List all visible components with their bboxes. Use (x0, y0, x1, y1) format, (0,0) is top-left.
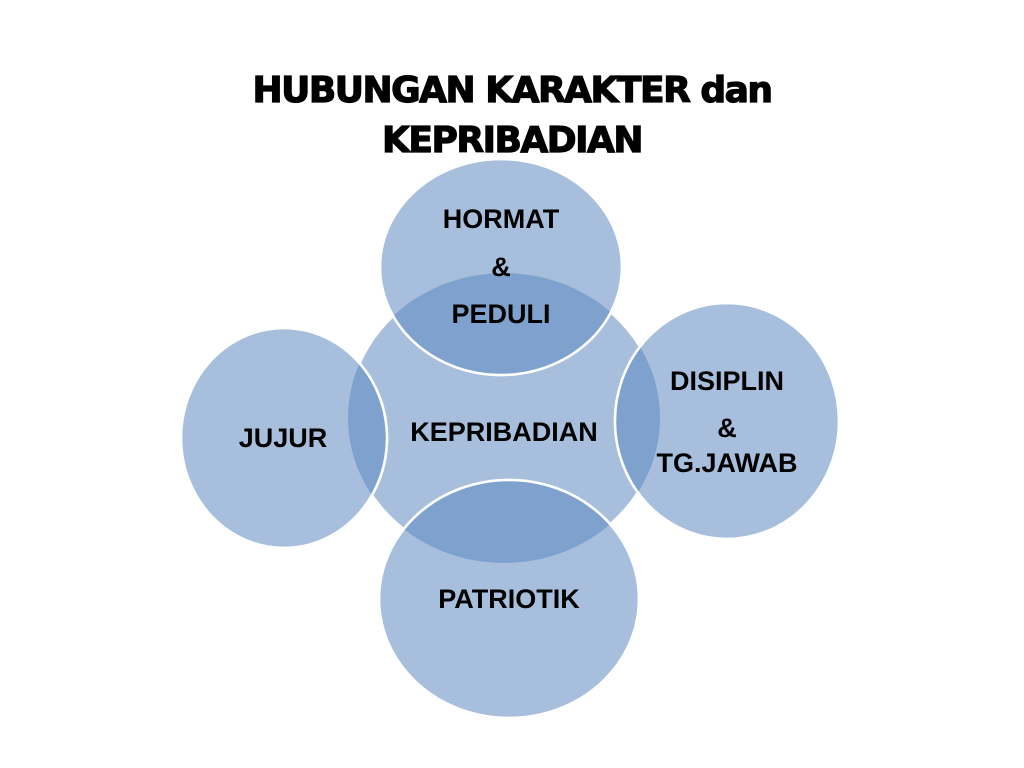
left-label: JUJUR (239, 423, 328, 453)
right-label-line-2: & (717, 413, 737, 443)
top-label-line-1: HORMAT (443, 204, 560, 234)
right-label-line-3: TG.JAWAB (656, 448, 797, 478)
right-label-line-1: DISIPLIN (670, 366, 784, 396)
top-label-line-3: PEDULI (451, 299, 550, 329)
center-label: KEPRIBADIAN (410, 417, 598, 447)
bottom-label: PATRIOTIK (438, 584, 580, 614)
title-line-1: HUBUNGAN KARAKTER dan (252, 69, 774, 111)
top-label-line-2: & (491, 252, 511, 282)
overlap-bottom (379, 480, 639, 563)
title-line-2: KEPRIBADIAN (381, 119, 644, 161)
overlap-top (380, 273, 622, 375)
page-title: HUBUNGAN KARAKTER dan KEPRIBADIAN (112, 66, 912, 166)
